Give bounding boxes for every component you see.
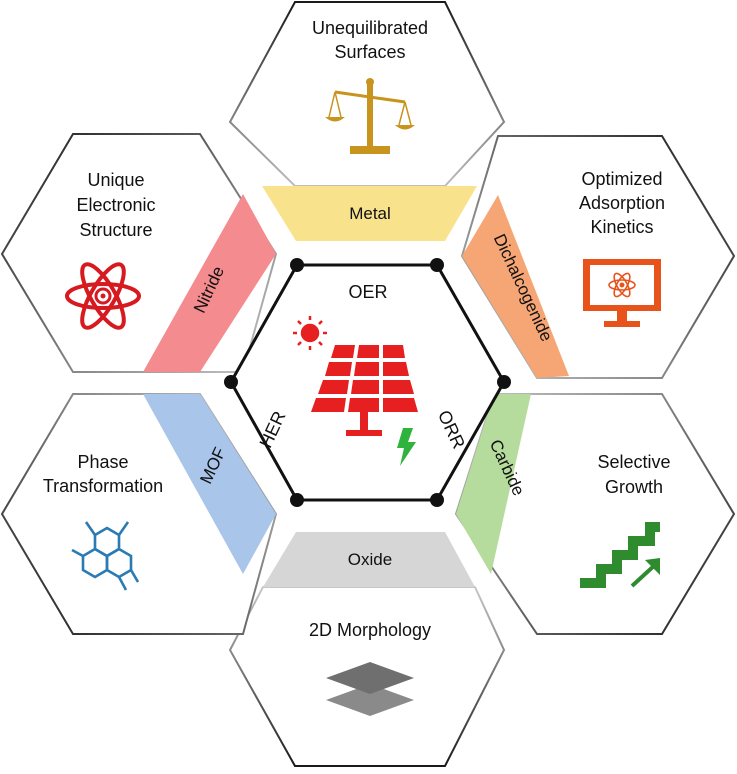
hex-lower-left-line2: Transformation (43, 476, 163, 496)
solar-panel-icon (293, 316, 418, 466)
panel-grid (311, 345, 418, 436)
hex-top-title-line2: Surfaces (334, 42, 405, 62)
hex-upper-left-line1: Unique (87, 170, 144, 190)
sun-icon (293, 316, 327, 350)
hex-top-title-line1: Unequilibrated (312, 18, 428, 38)
stacked-layers-icon (326, 662, 414, 716)
hexagonal-lattice-icon (71, 521, 140, 591)
hex-upper-right-line2: Adsorption (579, 193, 665, 213)
hex-upper-right-line1: Optimized (581, 169, 662, 189)
vertex-dot (430, 493, 444, 507)
vertex-dot (290, 493, 304, 507)
band-mof (143, 394, 276, 574)
atom-icon (65, 262, 141, 330)
band-label-metal: Metal (349, 204, 391, 223)
vertex-dot (430, 258, 444, 272)
band-carbide (456, 394, 531, 574)
band-nitride (143, 194, 276, 372)
balance-scale-icon (325, 78, 415, 154)
vertex-dot (290, 258, 304, 272)
band-oxide (263, 532, 475, 587)
band-dichalcogenide (462, 195, 569, 378)
band-label-oxide: Oxide (348, 550, 392, 569)
hex-upper-right-line3: Kinetics (590, 217, 653, 237)
lightning-icon (397, 428, 416, 466)
hex-lower-right-line1: Selective (597, 452, 670, 472)
hex-bottom-line1: 2D Morphology (309, 620, 431, 640)
hex-lower-left-line1: Phase (77, 452, 128, 472)
stairs-arrow-icon (580, 522, 660, 588)
band-metal (262, 186, 477, 241)
vertex-dot (497, 375, 511, 389)
vertex-dot (224, 375, 238, 389)
monitor-atom-icon (583, 259, 661, 327)
center-label-oer: OER (348, 282, 387, 302)
category-bands (143, 186, 569, 587)
hex-upper-left-line3: Structure (79, 220, 152, 240)
hex-upper-left-line2: Electronic (76, 195, 155, 215)
hex-lower-right-line2: Growth (605, 477, 663, 497)
